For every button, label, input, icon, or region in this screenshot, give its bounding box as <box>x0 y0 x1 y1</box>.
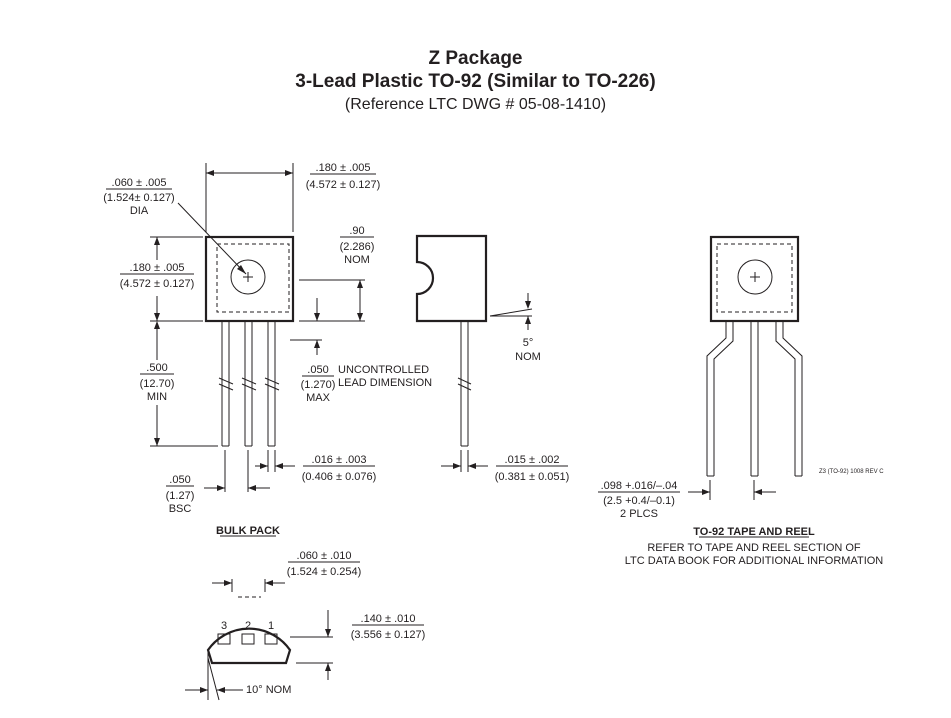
dia-value: .060 ± .005 <box>112 177 167 189</box>
tape-reel-note-2: LTC DATA BOOK FOR ADDITIONAL INFORMATION <box>625 555 884 567</box>
unctrl-value: .050 <box>307 364 328 376</box>
nom90-value: .90 <box>349 225 364 237</box>
front-width-mm: (4.572 ± 0.127) <box>306 179 381 191</box>
pin-label-3: 3 <box>221 620 227 632</box>
pitch-unit: BSC <box>169 503 192 515</box>
side-thick-mm: (0.381 ± 0.051) <box>495 471 570 483</box>
unctrl-label-2: LEAD DIMENSION <box>338 377 432 389</box>
lead-width-value: .016 ± .003 <box>312 454 367 466</box>
bottom-depth-mm: (3.556 ± 0.127) <box>351 629 426 641</box>
pitch-value: .050 <box>169 474 190 486</box>
unctrl-unit: MAX <box>306 392 331 404</box>
reel-dim-value: .098 +.016/–.04 <box>601 480 678 492</box>
dia-unit: DIA <box>130 205 149 217</box>
title-line-1: Z Package <box>428 48 523 69</box>
lead-width-mm: (0.406 ± 0.076) <box>302 471 377 483</box>
bottom-flat-mm: (1.524 ± 0.254) <box>287 566 362 578</box>
side-angle-unit: NOM <box>515 351 541 363</box>
reel-view: Z3 (TO-92) 1008 REV C .098 +.016/–.04 (2… <box>598 235 884 567</box>
unctrl-label-1: UNCONTROLLED <box>338 364 429 376</box>
pin-pad-3 <box>217 633 231 645</box>
pin-label-2: 2 <box>245 620 251 632</box>
tape-reel-heading: TO-92 TAPE AND REEL <box>693 526 815 538</box>
tape-reel-note-1: REFER TO TAPE AND REEL SECTION OF <box>647 542 861 554</box>
side-thick-value: .015 ± .002 <box>505 454 560 466</box>
bottom-depth-value: .140 ± .010 <box>361 613 416 625</box>
bottom-view: 3 2 1 .060 ± .010 (1.524 ± 0.254) .140 ±… <box>185 550 426 701</box>
bottom-angle-label: 10° NOM <box>246 684 291 696</box>
side-angle-value: 5° <box>523 337 534 349</box>
front-package-body <box>204 235 295 323</box>
unctrl-mm: (1.270) <box>301 379 336 391</box>
front-leads <box>218 321 280 447</box>
nom90-mm: (2.286) <box>340 241 375 253</box>
pitch-mm: (1.27) <box>166 490 195 502</box>
title-line-2: 3-Lead Plastic TO-92 (Similar to TO-226) <box>295 71 656 92</box>
dia-mm: (1.524± 0.127) <box>103 192 174 204</box>
front-dimple-circle <box>230 259 266 295</box>
title-line-3: (Reference LTC DWG # 05-08-1410) <box>344 96 607 113</box>
front-height-mm: (4.572 ± 0.127) <box>120 278 195 290</box>
front-height-value: .180 ± .005 <box>130 262 185 274</box>
drawing-code: Z3 (TO-92) 1008 REV C <box>819 469 884 475</box>
front-width-value: .180 ± .005 <box>316 162 371 174</box>
side-view: 5° NOM .015 ± .002 (0.381 ± 0.051) <box>415 234 570 483</box>
nom90-unit: NOM <box>344 254 370 266</box>
lead-length-unit: MIN <box>147 391 167 403</box>
bottom-flat-value: .060 ± .010 <box>297 550 352 562</box>
reel-dim-mm: (2.5 +0.4/–0.1) <box>603 495 675 507</box>
pin-pad-1 <box>264 633 278 645</box>
bulk-pack-heading: BULK PACK <box>216 525 280 537</box>
lead-length-value: .500 <box>146 362 167 374</box>
pin-label-1: 1 <box>268 620 274 632</box>
front-dashed-outline <box>216 243 290 313</box>
front-view: .180 ± .005 (4.572 ± 0.127) .060 ± .005 … <box>103 162 432 537</box>
pin-pad-2 <box>241 633 255 645</box>
reel-dim-unit: 2 PLCS <box>620 508 658 520</box>
lead-length-mm: (12.70) <box>140 378 175 390</box>
side-package-body <box>415 234 488 323</box>
